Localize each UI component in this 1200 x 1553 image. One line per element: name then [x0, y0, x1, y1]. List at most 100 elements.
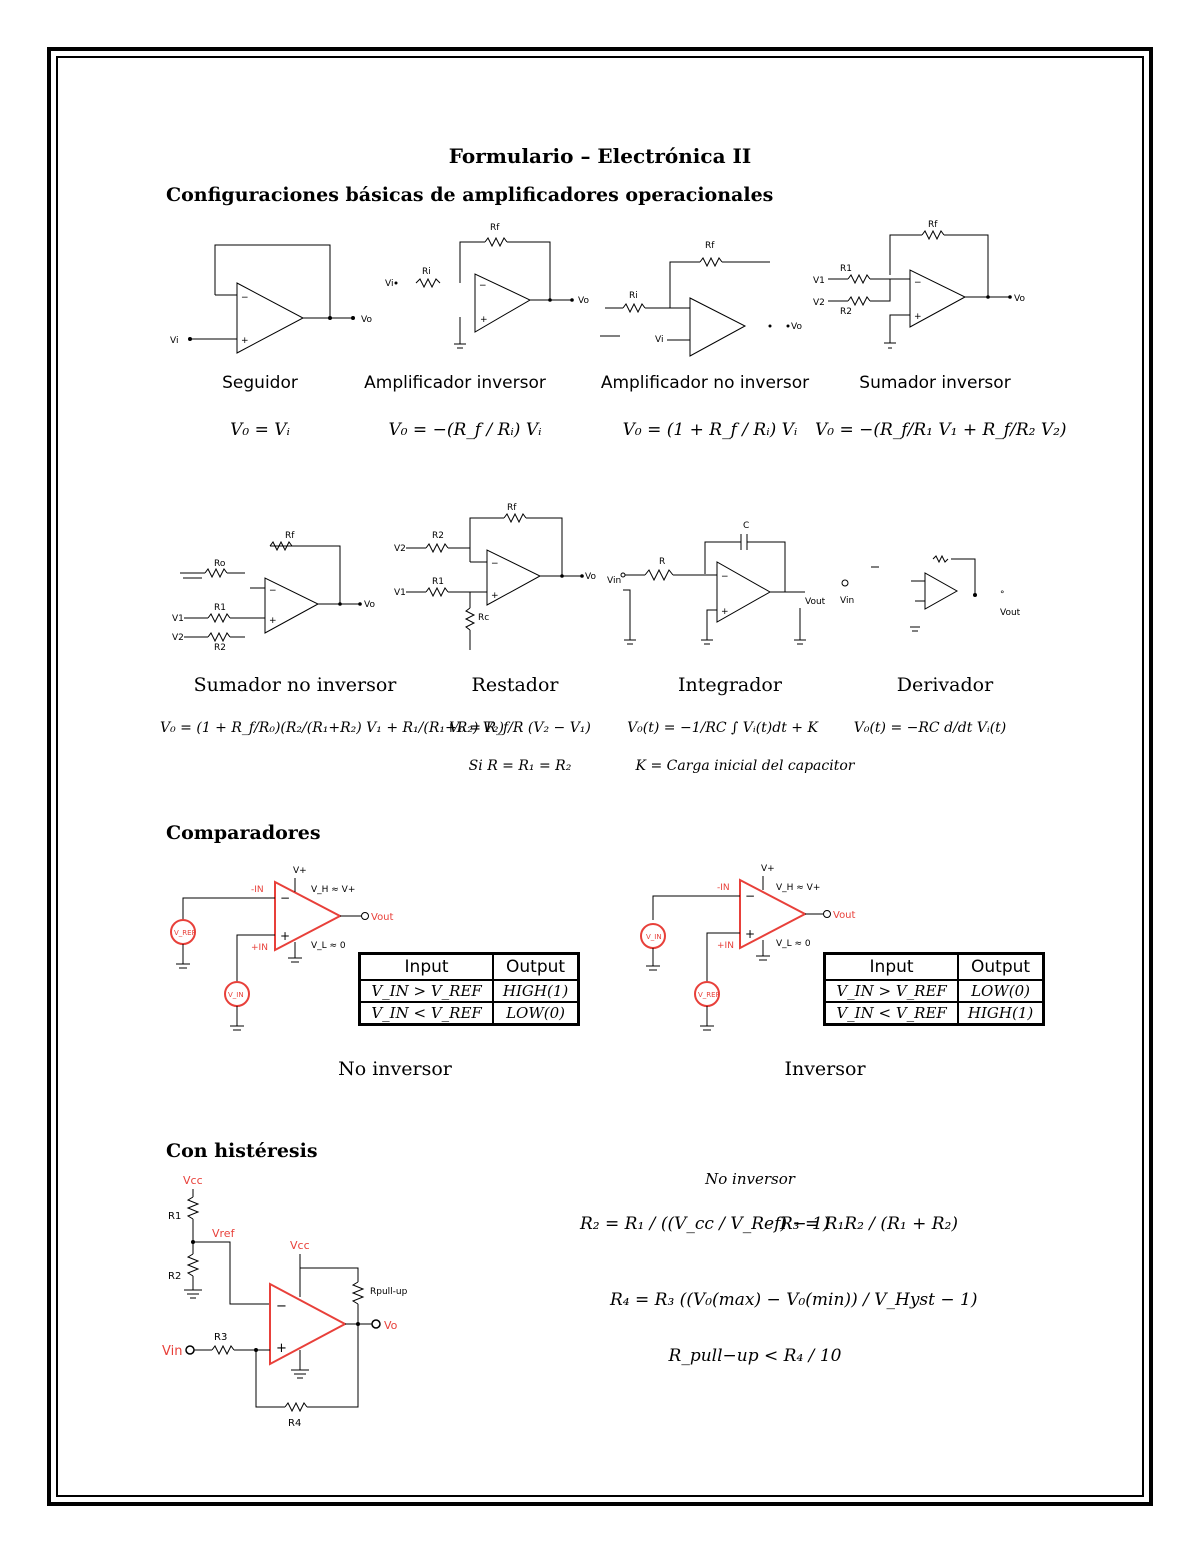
- svg-text:+: +: [721, 607, 729, 617]
- formula-differentiator: V₀(t) = −RC d/dt Vᵢ(t): [853, 720, 1007, 736]
- svg-text:Vo: Vo: [361, 315, 372, 325]
- comp1-minus-label: -IN: [251, 885, 264, 895]
- svg-text:Vi: Vi: [385, 279, 393, 289]
- comp2-vout-label: Vout: [833, 910, 856, 921]
- comp2-vplus-label: V+: [761, 864, 775, 874]
- svg-text:R2: R2: [840, 307, 852, 317]
- formula-r3: R₃ = R₁R₂ / (R₁ + R₂): [780, 1214, 958, 1234]
- svg-text:+: +: [480, 315, 488, 325]
- caption-inverting-amplifier: Amplificador inversor: [364, 373, 546, 393]
- svg-text:+: +: [491, 591, 499, 601]
- noninverting-comparator-diagram: −+ V+ V_H ≈ V+ V_L ≈ 0 -IN V_REF +IN V_I…: [170, 866, 394, 1031]
- comp1-vref-label: V_REF: [174, 929, 196, 937]
- formula-integrator: V₀(t) = −1/RC ∫ Vᵢ(t)dt + K: [627, 720, 818, 736]
- caption-follower: Seguidor: [222, 373, 298, 393]
- formula-noninverting-summer: V₀ = (1 + R_f/R₀)(R₂/(R₁+R₂) V₁ + R₁/(R₁…: [160, 720, 504, 736]
- svg-text:Rf: Rf: [285, 531, 295, 541]
- svg-text:V1: V1: [394, 588, 406, 598]
- inverting-summer-diagram: Rf V1 R1 V2 R2 −+ Vo: [813, 220, 1025, 349]
- svg-text:−: −: [276, 1299, 287, 1314]
- hyst-vin-label: Vin: [162, 1344, 182, 1359]
- hysteresis-subtitle: No inversor: [705, 1170, 795, 1188]
- hyst-vcc2-label: Vcc: [290, 1239, 310, 1252]
- table-header: Output: [957, 952, 1045, 981]
- svg-text:Vout: Vout: [805, 597, 826, 607]
- svg-text:−: −: [745, 889, 755, 903]
- comp2-vh-label: V_H ≈ V+: [776, 883, 820, 893]
- svg-text:+: +: [276, 1341, 287, 1356]
- svg-text:−: −: [914, 278, 922, 288]
- svg-text:Vo: Vo: [1014, 294, 1025, 304]
- caption-differentiator: Derivador: [896, 674, 994, 696]
- differentiator-diagram: Vin °Vout: [840, 554, 1021, 632]
- inverting-amplifier-diagram: Vi Ri Rf − + Vo: [385, 223, 589, 349]
- svg-text:V2: V2: [394, 544, 406, 554]
- section-heading-comparators: Comparadores: [166, 822, 321, 844]
- comp2-plus-label: +IN: [717, 941, 734, 951]
- comp1-vin-label: V_IN: [228, 991, 244, 999]
- svg-text:V1: V1: [172, 614, 184, 624]
- svg-text:−: −: [241, 293, 249, 303]
- svg-text:Vin: Vin: [840, 596, 854, 606]
- svg-text:Rf: Rf: [507, 503, 517, 513]
- svg-text:V2: V2: [172, 633, 184, 643]
- formula-subtractor: V₀ = R_f/R (V₂ − V₁): [449, 720, 591, 736]
- caption-inverting-summer: Sumador inversor: [859, 373, 1011, 393]
- hyst-r4-label: R4: [288, 1418, 301, 1429]
- formula-r2: R₂ = R₁ / ((V_cc / V_Ref) − 1): [580, 1214, 830, 1234]
- hysteresis-comparator-diagram: Vcc R1 Vref R2 −+ Vcc Rpull-up Vo Vin R3…: [162, 1174, 408, 1429]
- svg-text:Rf: Rf: [928, 220, 938, 230]
- formula-follower: V₀ = Vᵢ: [230, 420, 290, 440]
- caption-noninverting-summer: Sumador no inversor: [193, 674, 397, 696]
- comp1-vplus-label: V+: [293, 866, 307, 876]
- note-integrator: K = Carga inicial del capacitor: [635, 758, 855, 774]
- svg-text:+: +: [269, 616, 277, 626]
- svg-text:−: −: [479, 281, 487, 291]
- comp1-vout-label: Vout: [371, 912, 394, 923]
- svg-text:Vo: Vo: [585, 572, 596, 582]
- svg-text:Ri: Ri: [422, 267, 431, 277]
- svg-text:Vo: Vo: [364, 600, 375, 610]
- hyst-rpull-label: Rpull-up: [370, 1287, 408, 1297]
- svg-text:V1: V1: [813, 276, 825, 286]
- comp1-vl-label: V_L ≈ 0: [311, 941, 346, 951]
- hyst-r3-label: R3: [214, 1332, 227, 1343]
- svg-text:Vo: Vo: [791, 322, 802, 332]
- svg-text:−: −: [280, 891, 290, 905]
- caption-inverting-comparator: Inversor: [784, 1058, 866, 1080]
- hyst-r2-label: R2: [168, 1271, 181, 1282]
- svg-text:Rf: Rf: [490, 223, 500, 233]
- section-heading-hysteresis: Con histéresis: [166, 1140, 318, 1162]
- comp2-minus-label: -IN: [717, 883, 730, 893]
- comp2-vref-label: V_REF: [698, 991, 720, 999]
- comp1-vh-label: V_H ≈ V+: [311, 885, 355, 895]
- formula-inverting-amplifier: V₀ = −(R_f / Rᵢ) Vᵢ: [388, 420, 542, 440]
- page-border-outer: [47, 47, 1153, 1506]
- svg-text:+: +: [241, 336, 249, 346]
- svg-text:+: +: [914, 312, 922, 322]
- formula-r4: R₄ = R₃ ((V₀(max) − V₀(min)) / V_Hyst − …: [610, 1290, 978, 1310]
- integrator-diagram: C Vin R −+ Vout: [607, 521, 826, 645]
- hyst-vcc-label: Vcc: [183, 1174, 203, 1187]
- svg-text:−: −: [491, 559, 499, 569]
- svg-text:Rc: Rc: [478, 613, 489, 623]
- svg-text:R1: R1: [432, 577, 444, 587]
- page-border-inner: [56, 56, 1144, 1497]
- noninverting-summer-diagram: Rf Ro −+ V1 R1 V2 R2 Vo: [172, 531, 375, 653]
- svg-text:R2: R2: [214, 643, 226, 653]
- formula-inverting-summer: V₀ = −(R_f/R₁ V₁ + R_f/R₂ V₂): [815, 420, 1067, 440]
- table-header: Input: [823, 952, 960, 981]
- svg-text:Vout: Vout: [1000, 608, 1021, 618]
- note-subtractor: Si R = R₁ = R₂: [468, 758, 572, 774]
- subtractor-diagram: Rf V2 R2 −+ V1 R1 Rc Vo: [394, 503, 596, 650]
- svg-text:R: R: [659, 557, 665, 567]
- svg-text:V2: V2: [813, 298, 825, 308]
- table-header: Input: [358, 952, 495, 981]
- inverting-comparator-diagram: −+ V+ V_H ≈ V+ V_L ≈ 0 -IN V_IN +IN V_RE…: [640, 864, 856, 1031]
- svg-text:Vo: Vo: [578, 296, 589, 306]
- hyst-vref-label: Vref: [212, 1227, 236, 1240]
